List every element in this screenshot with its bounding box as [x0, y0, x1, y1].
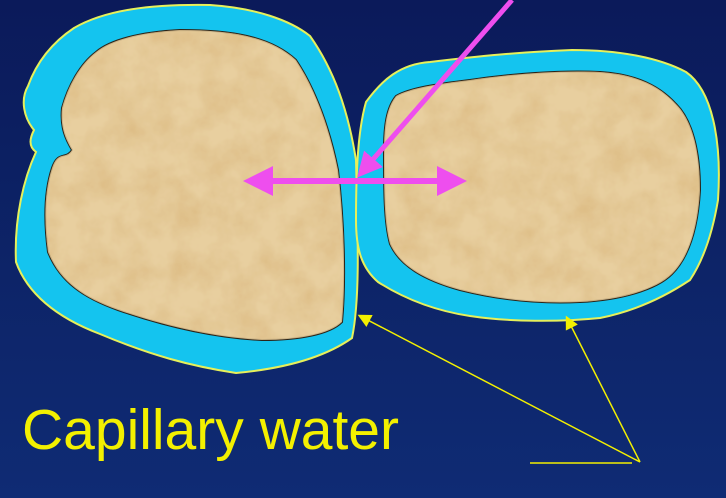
capillary-water-label: Capillary water	[22, 402, 399, 459]
left-soil-texture	[45, 30, 344, 340]
pointer-to-right-film	[567, 318, 640, 462]
pointer-to-left-film	[360, 316, 640, 462]
right-soil-texture	[384, 71, 700, 302]
